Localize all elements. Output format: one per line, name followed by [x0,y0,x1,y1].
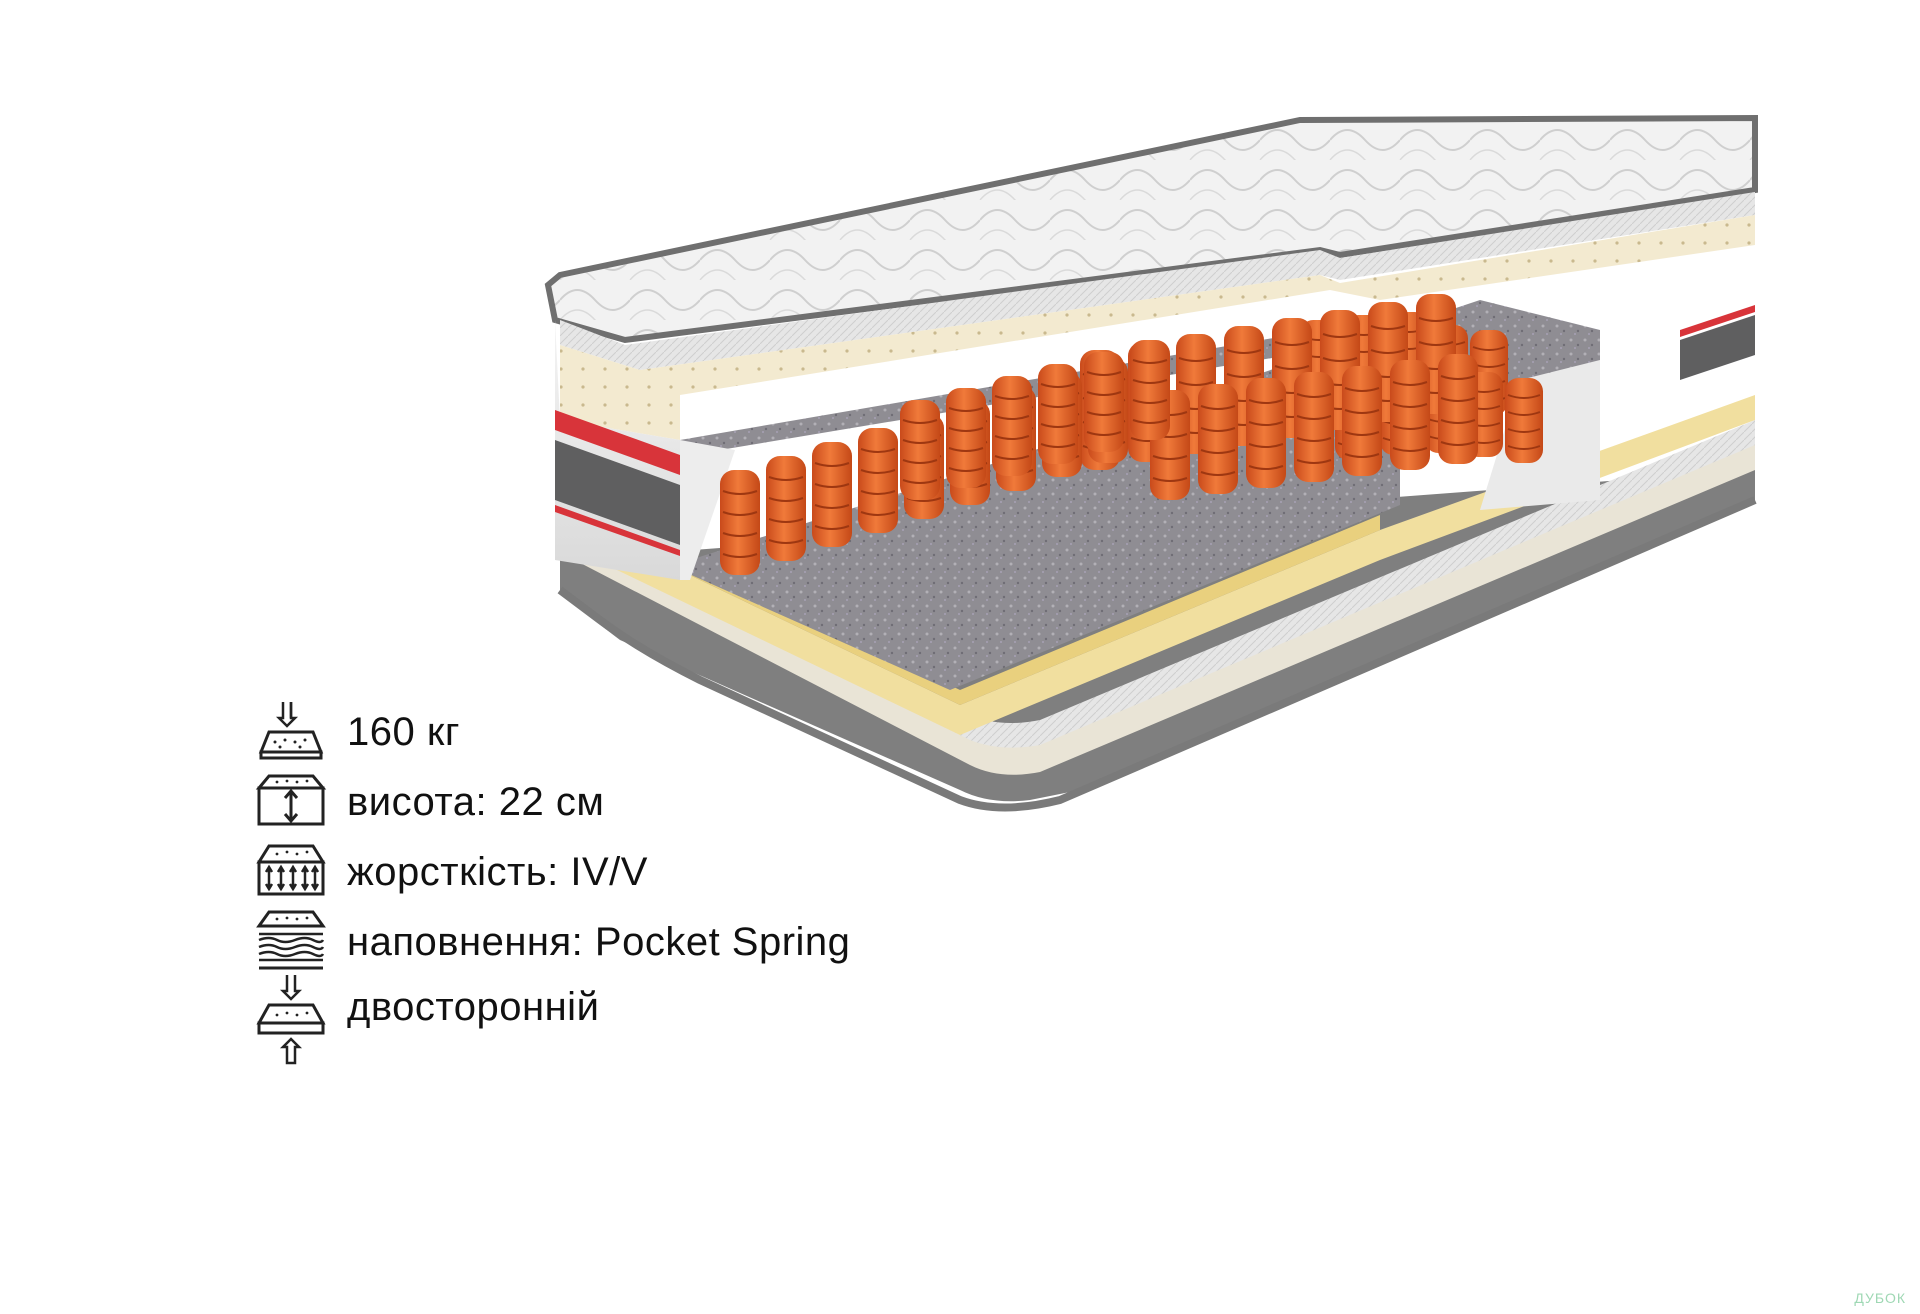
two-sided-icon [256,975,326,1065]
spring-pocket [946,388,986,488]
spec-two-sided: двосторонній [255,975,1015,1065]
spring-pocket [720,470,760,575]
spring-pocket [1198,384,1238,494]
height-icon [255,774,327,826]
firmness-icon [256,844,326,896]
weight-load-icon [258,702,324,760]
spring-pocket [858,428,898,533]
spec-firmness-text: жорсткість: IV/V [347,850,648,894]
spring-pocket [1294,372,1334,482]
spring-pocket [1342,366,1382,476]
spec-height-text: висота: 22 см [347,780,605,824]
spring-pocket [1246,378,1286,488]
spec-filling-text: наповнення: Pocket Spring [347,920,851,964]
spring-pocket [1390,360,1430,470]
spring-pocket [1438,354,1478,464]
spec-max-load: 160 кг [255,700,1015,770]
spring-pocket [1130,340,1170,440]
spring-pocket [766,456,806,561]
spring-pocket [812,442,852,547]
spring-pocket [900,400,940,500]
spec-two-sided-text: двосторонній [347,985,600,1029]
spring-pocket [1505,378,1543,463]
spring-pocket [992,376,1032,476]
spec-firmness: жорсткість: IV/V [255,840,1015,910]
watermark-logo: ДУБОК [1854,1290,1906,1306]
pocket-springs [720,294,1543,575]
spec-max-load-text: 160 кг [347,710,460,754]
spec-height: висота: 22 см [255,770,1015,840]
spring-pocket [1084,352,1124,452]
spec-filling: наповнення: Pocket Spring [255,910,1015,980]
spring-pocket [1038,364,1078,464]
filling-icon [256,910,326,970]
